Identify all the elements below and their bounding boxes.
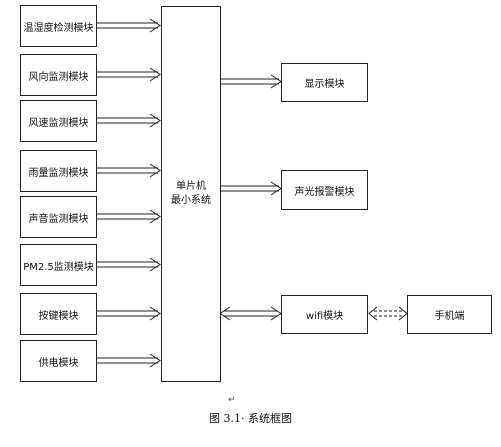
arrow-sound	[97, 209, 161, 224]
wifi-module-box: wifi模块	[281, 295, 368, 334]
wireless-link	[374, 310, 402, 317]
module-label: 风向监测模块	[28, 71, 89, 83]
display-module-box: 显示模块	[281, 63, 368, 102]
input-arrows	[97, 18, 161, 368]
arrow-wifi-bidirectional	[219, 306, 282, 321]
arrow-wind-direction	[97, 67, 161, 82]
alarm-module-box: 声光报警模块	[281, 170, 368, 210]
power-module-box: 供电模块	[20, 340, 97, 382]
arrow-wind-speed	[97, 113, 161, 128]
module-label: 声音监测模块	[28, 213, 89, 225]
mcu-label-line1: 单片机	[176, 181, 206, 192]
keys-module-box: 按键模块	[20, 293, 97, 335]
arrow-power	[97, 353, 161, 368]
mcu-label-line2: 最小系统	[171, 195, 211, 206]
phone-box: 手机端	[407, 295, 492, 334]
module-label: 手机端	[434, 311, 465, 322]
arrow-humidity	[97, 18, 161, 33]
module-label: 显示模块	[304, 79, 345, 90]
arrow-alarm	[221, 181, 282, 196]
sound-module-box: 声音监测模块	[20, 196, 97, 238]
wind-direction-module-box: 风向监测模块	[20, 54, 97, 96]
output-arrows	[219, 74, 282, 321]
module-label: 声光报警模块	[294, 186, 355, 198]
rain-module-box: 雨量监测模块	[20, 150, 97, 192]
module-label: 供电模块	[38, 357, 79, 369]
module-label: 风速监测模块	[28, 117, 89, 129]
module-label: 按键模块	[38, 310, 79, 322]
module-label: 雨量监测模块	[28, 167, 89, 179]
wind-speed-module-box: 风速监测模块	[20, 100, 97, 142]
arrow-keys	[97, 306, 161, 321]
pm25-module-box: PM2.5监测模块	[20, 244, 97, 286]
module-label: 温湿度检测模块	[23, 22, 94, 34]
mcu-box: 单片机 最小系统	[161, 6, 221, 382]
arrow-pm25	[97, 257, 161, 272]
module-label: PM2.5监测模块	[23, 261, 94, 273]
arrow-display	[221, 74, 282, 89]
figure-caption: 图 3.1· 系统框图	[209, 412, 292, 425]
return-mark: ↵	[228, 395, 236, 405]
module-label: wifi模块	[305, 311, 344, 322]
humidity-module-box: 温湿度检测模块	[20, 5, 97, 47]
arrow-rain	[97, 163, 161, 178]
